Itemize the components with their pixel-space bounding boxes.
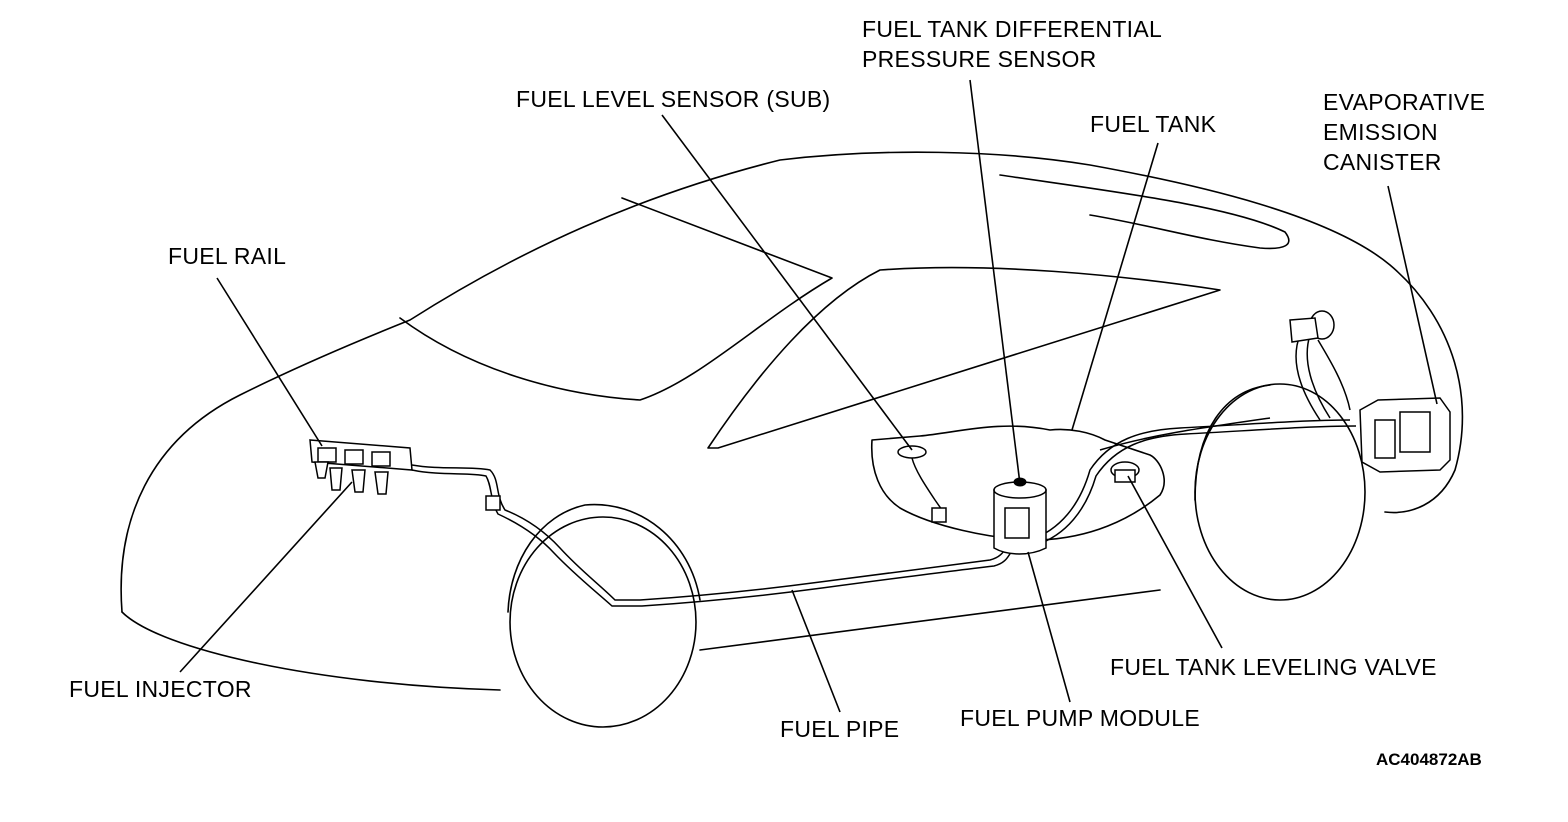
fuel-pump-module-label: FUEL PUMP MODULE	[960, 705, 1200, 731]
fuel-filler-cap	[1289, 310, 1335, 343]
fuel-level-sensor-sub-label: FUEL LEVEL SENSOR (SUB)	[516, 86, 831, 112]
fuel-tank-label: FUEL TANK	[1090, 111, 1217, 137]
fuel-tank-leveling-valve-label: FUEL TANK LEVELING VALVE	[1110, 654, 1437, 680]
fuel-injector-label: FUEL INJECTOR	[69, 676, 252, 702]
evaporative-emission-canister-label-line3: CANISTER	[1323, 149, 1442, 175]
rear-wheel	[1194, 383, 1366, 601]
leader-lines	[179, 79, 1438, 713]
front-wheel	[507, 503, 701, 728]
figure-code: AC404872AB	[1376, 750, 1482, 769]
evaporative-emission-canister-label-line2: EMISSION	[1323, 119, 1438, 145]
fuel-level-sensor-sub	[897, 445, 947, 523]
car-body-outline	[120, 151, 1464, 691]
fuel-tank-differential-pressure-sensor-label-line1: FUEL TANK DIFFERENTIAL	[862, 16, 1163, 42]
fuel-rail-label: FUEL RAIL	[168, 243, 287, 269]
fuel-tank-differential-pressure-sensor-label-line2: PRESSURE SENSOR	[862, 46, 1097, 72]
fuel-tank-leveling-valve	[1110, 461, 1140, 483]
evaporative-emission-canister	[1359, 397, 1451, 473]
fuel-pipe-label: FUEL PIPE	[780, 716, 900, 742]
fuel-rail-assembly	[309, 439, 501, 511]
fuel-tank	[870, 425, 1165, 541]
evaporative-emission-canister-label-line1: EVAPORATIVE	[1323, 89, 1486, 115]
fuel-pump-module	[993, 477, 1047, 555]
fuel-pipe-lines	[411, 334, 1357, 607]
